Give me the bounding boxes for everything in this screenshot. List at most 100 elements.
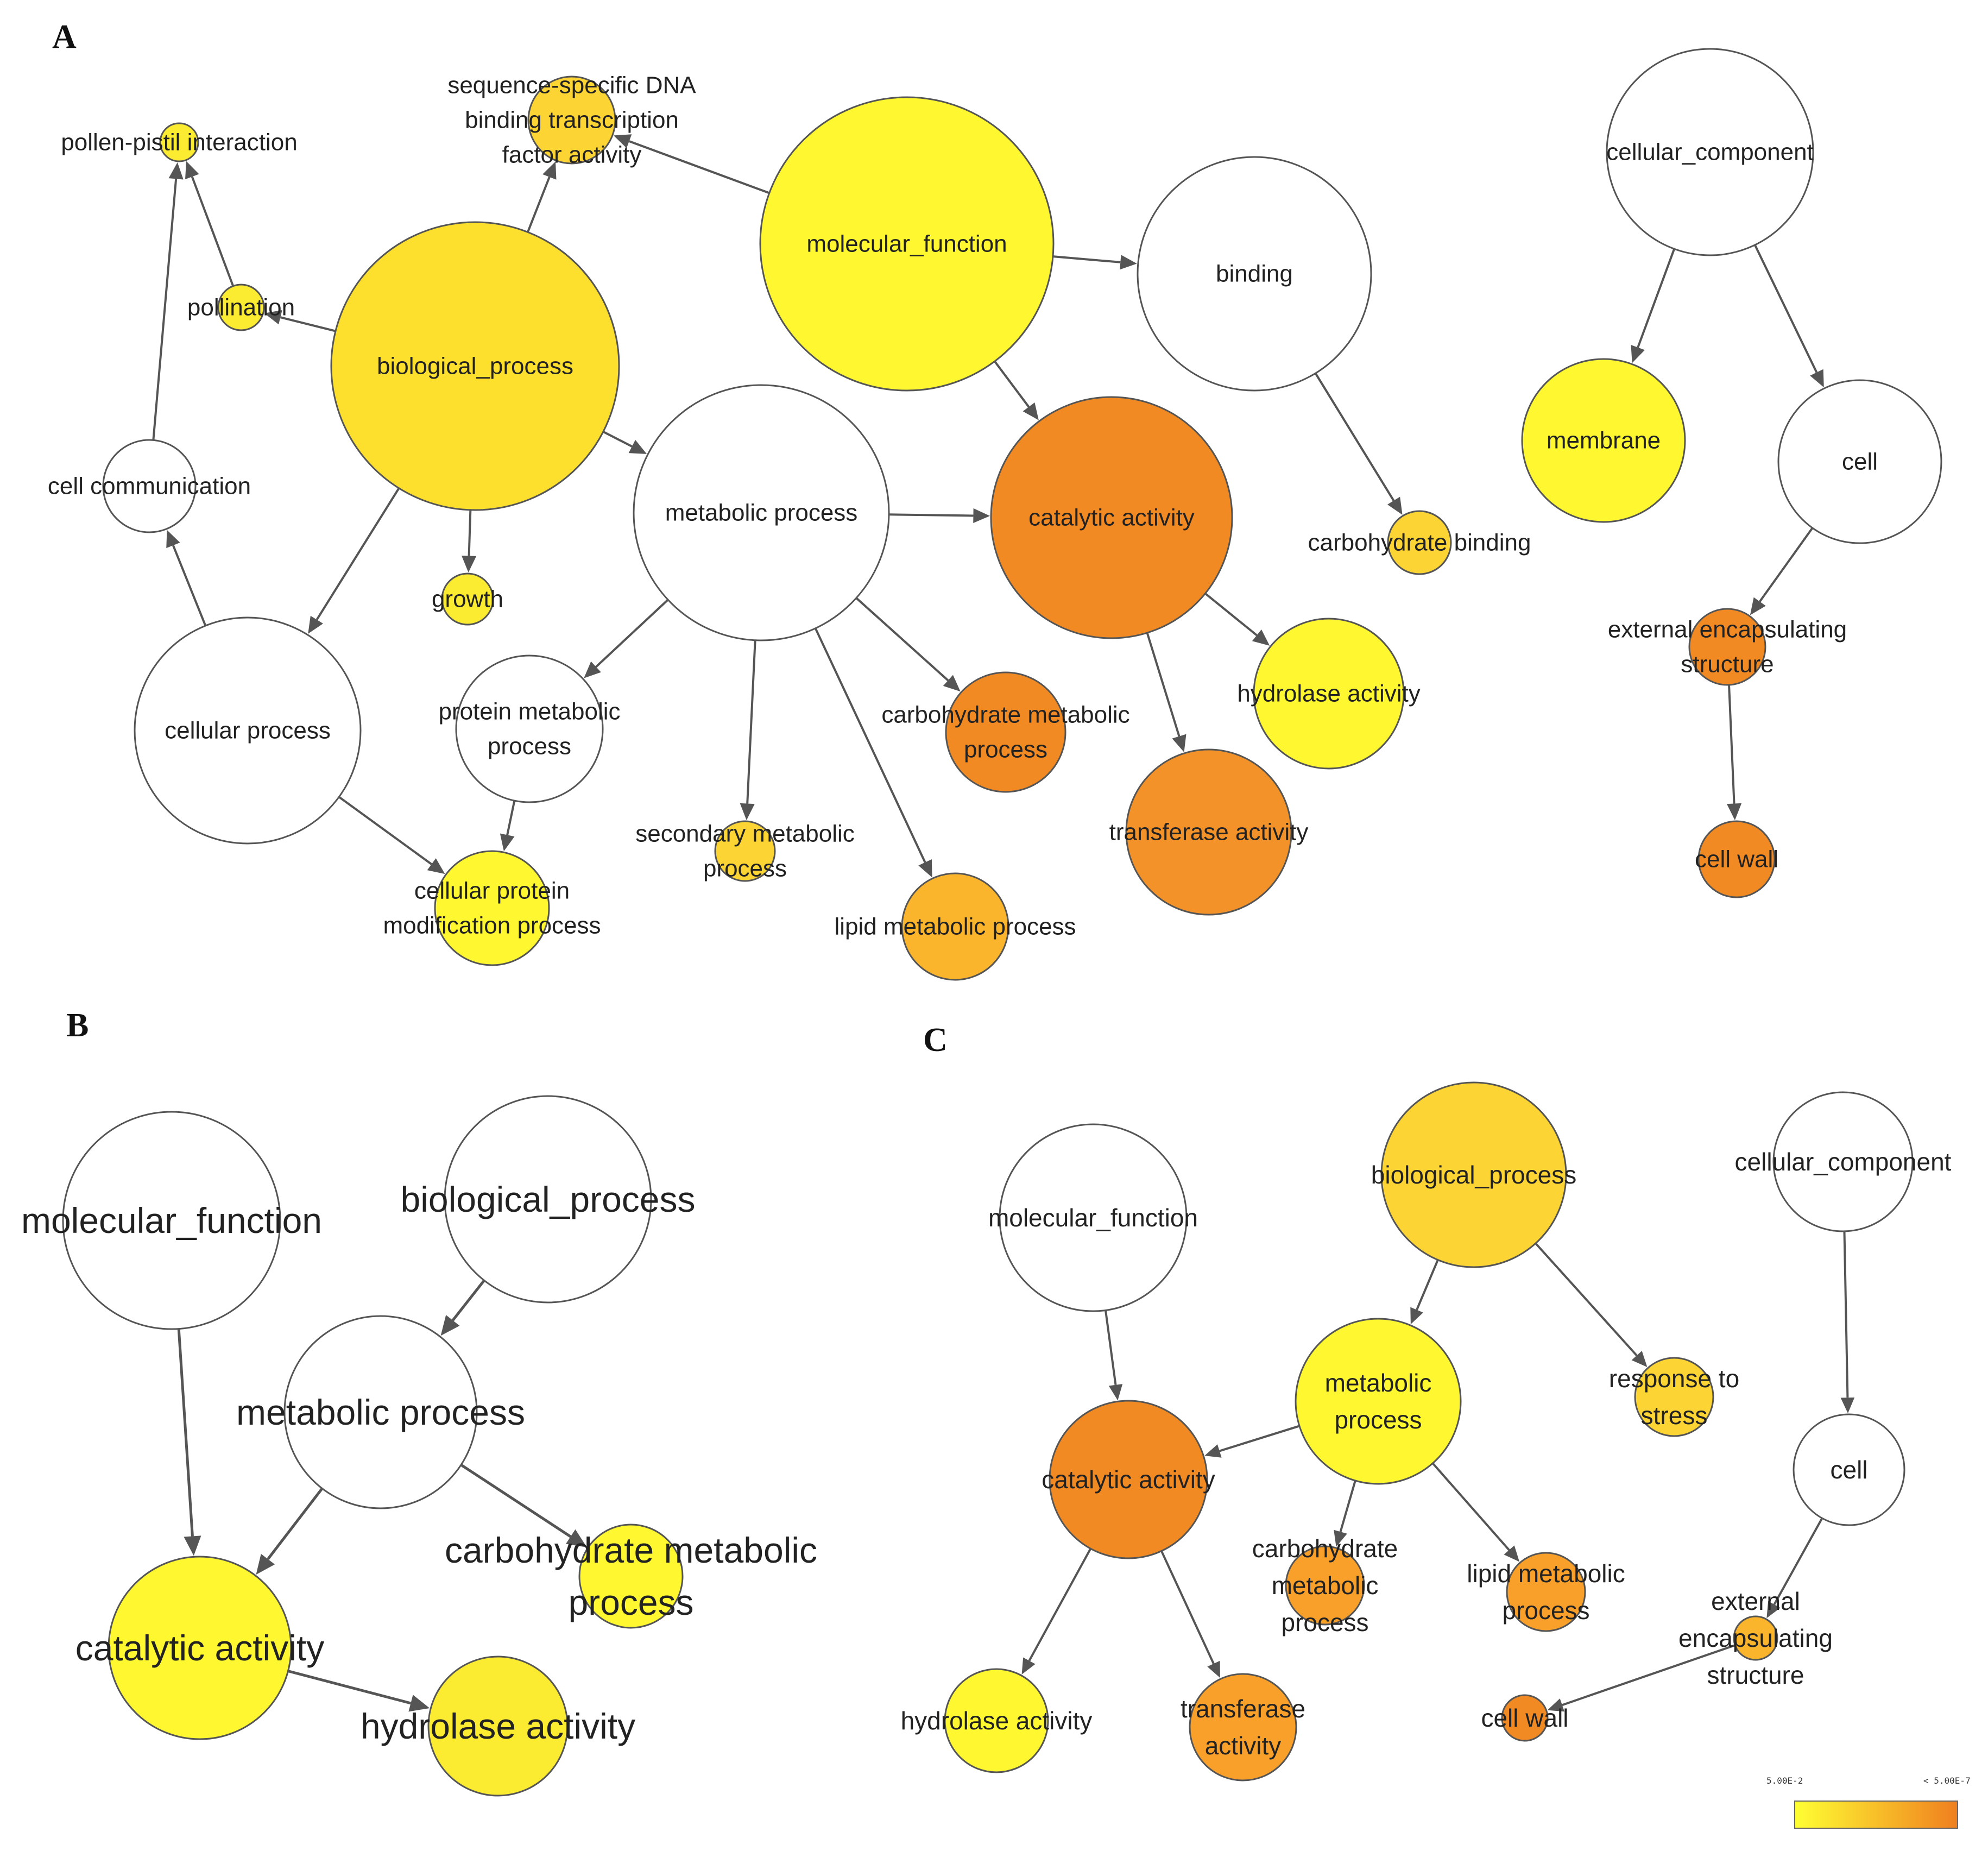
panel-b-label-carb-metabolic: carbohydrate metabolic	[445, 1530, 817, 1570]
panel-c-node-biological: biological_process	[1371, 1081, 1576, 1268]
panel-a-edge-cell-to-external	[1750, 527, 1814, 615]
panel-a-node-pollen-pistil: pollen-pistil interaction	[61, 122, 298, 162]
panel-c-node-catalytic: catalytic activity	[1042, 1400, 1215, 1559]
panel-c-edge-external-to-cell-wall	[1547, 1644, 1735, 1712]
panel-a-edge-cell-communication-to-pollen-pistil	[152, 162, 184, 440]
panel-c-label-lipid: process	[1502, 1596, 1589, 1625]
color-scale-legend: 5.00E-2 < 5.00E-7	[1766, 1776, 1971, 1829]
panel-c-label-cell: cell	[1830, 1456, 1867, 1484]
panel-a-label-seq-dna: factor activity	[502, 142, 642, 168]
panel-a-edge-metabolic-to-secondary	[740, 640, 756, 821]
panel-a-node-binding: binding	[1137, 156, 1372, 392]
panel-a-label-catalytic: catalytic activity	[1028, 505, 1195, 531]
panel-a-label-protein-metabolic: protein metabolic	[438, 698, 620, 725]
panel-a-node-lipid: lipid metabolic process	[834, 872, 1076, 981]
panel-label-b: B	[66, 1007, 89, 1044]
panel-a-edge-biological-to-seq-dna	[527, 161, 557, 233]
panel-a-node-molecular: molecular_function	[759, 96, 1055, 392]
panel-c-label-cell-wall: cell wall	[1481, 1704, 1568, 1732]
panel-c-node-transferase: transferase activity	[1181, 1673, 1305, 1782]
panel-a-edge-cellular-component-to-cell	[1754, 244, 1824, 388]
panel-c-label-transferase: activity	[1205, 1732, 1282, 1760]
panel-a-edge-metabolic-to-carb-metabolic	[855, 597, 961, 692]
panel-c-node-cell: cell	[1793, 1413, 1905, 1526]
panel-a-label-cell-communication: cell communication	[48, 473, 251, 500]
panel-a-edge-molecular-to-binding	[1052, 255, 1137, 270]
panel-b-node-catalytic: catalytic activity	[75, 1556, 324, 1740]
panel-b-label-catalytic: catalytic activity	[75, 1628, 324, 1668]
panel-c-edge-cellular-component-to-cell	[1840, 1231, 1855, 1414]
panel-c-label-metabolic: metabolic	[1325, 1369, 1432, 1397]
panel-a-label-transferase: transferase activity	[1109, 819, 1309, 846]
panel-a-node-pollination: pollination	[187, 284, 295, 331]
panel-b-node-biological: biological_process	[401, 1095, 696, 1304]
panel-a-label-molecular: molecular_function	[806, 231, 1007, 257]
panel-a-node-secondary: secondary metabolic process	[635, 820, 855, 882]
panel-a-node-protein-metabolic: protein metabolic process	[438, 654, 621, 803]
panel-a-edge-catalytic-to-transferase	[1146, 632, 1187, 752]
panel-c-label-carb-metabolic: carbohydrate	[1252, 1534, 1398, 1563]
legend-high-label: < 5.00E-7	[1923, 1776, 1971, 1786]
panel-a-label-protein-metabolic: process	[488, 733, 571, 760]
panel-b-edge-catalytic-to-hydrolase	[287, 1670, 430, 1712]
panel-b-label-molecular: molecular_function	[21, 1200, 322, 1241]
panel-a-label-cellular-component: cellular_component	[1606, 139, 1814, 166]
panel-b-node-molecular: molecular_function	[21, 1111, 322, 1330]
panel-a-label-secondary: process	[703, 855, 787, 882]
panel-b-label-metabolic: metabolic process	[236, 1392, 525, 1432]
panel-a-node-metabolic: metabolic process	[633, 384, 890, 641]
panel-a-label-cell: cell	[1842, 449, 1878, 475]
panel-c-label-molecular: molecular_function	[988, 1204, 1198, 1232]
panel-b-label-hydrolase: hydrolase activity	[361, 1706, 635, 1746]
panel-a-label-binding: binding	[1216, 261, 1293, 287]
panel-c-label-transferase: transferase	[1181, 1695, 1305, 1723]
panel-a-label-cellular-process: cellular process	[165, 717, 331, 744]
panel-a-node-cellular-component: cellular_component	[1606, 48, 1814, 256]
panel-a-edge-external-to-cell-wall	[1726, 684, 1742, 821]
panel-a-node-carb-metabolic: carbohydrate metabolic process	[881, 671, 1130, 793]
panel-label-c: C	[923, 1022, 948, 1059]
panel-a-label-pollen-pistil: pollen-pistil interaction	[61, 129, 297, 156]
panel-b-label-biological: biological_process	[401, 1179, 696, 1219]
panel-c-edge-metabolic-to-catalytic	[1204, 1425, 1300, 1458]
panel-b-edge-metabolic-to-catalytic	[256, 1487, 324, 1575]
panel-c-node-lipid: lipid metabolic process	[1467, 1552, 1625, 1632]
panel-a-label-carb-metabolic: process	[964, 736, 1047, 763]
panel-a-node-cellular-process: cellular process	[134, 616, 362, 845]
panel-label-a: A	[52, 18, 77, 55]
panel-c-label-external: structure	[1707, 1661, 1804, 1689]
panel-a-edge-pollination-to-pollen-pistil	[185, 161, 235, 287]
panel-c-node-hydrolase: hydrolase activity	[901, 1668, 1092, 1773]
panel-c-label-lipid: lipid metabolic	[1467, 1559, 1625, 1588]
panel-a-label-cellular-protein: modification process	[383, 912, 601, 939]
panel-a-edge-binding-to-carb-binding	[1314, 373, 1403, 515]
panel-c-edge-catalytic-to-transferase	[1160, 1550, 1221, 1678]
panel-b-node-hydrolase: hydrolase activity	[361, 1655, 635, 1797]
panel-a-edge-metabolic-to-protein-metabolic	[584, 599, 669, 678]
panel-a-label-hydrolase: hydrolase activity	[1237, 681, 1420, 707]
nodes-layer: pollen-pistil interaction sequence-specif…	[21, 48, 1952, 1797]
panel-c-label-response: stress	[1641, 1401, 1708, 1430]
panel-a-edge-molecular-to-catalytic	[994, 361, 1039, 420]
panel-a-edge-biological-to-cellular-process	[308, 487, 400, 634]
panel-a-label-seq-dna: binding transcription	[465, 107, 679, 134]
panel-c-edge-cell-to-external	[1766, 1518, 1823, 1619]
panel-a-label-cellular-protein: cellular protein	[414, 878, 570, 904]
panel-c-label-carb-metabolic: metabolic	[1272, 1571, 1379, 1600]
panel-c-node-molecular: molecular_function	[988, 1123, 1198, 1312]
panel-a-label-carb-metabolic: carbohydrate metabolic	[881, 702, 1129, 728]
panel-c-node-cell-wall: cell wall	[1481, 1694, 1569, 1742]
panel-a-label-secondary: secondary metabolic	[635, 821, 855, 847]
panel-a-label-external: structure	[1681, 651, 1774, 678]
edges-layer	[152, 134, 1855, 1712]
panel-a-node-biological: biological_process	[330, 221, 620, 511]
panel-c-label-biological: biological_process	[1371, 1161, 1576, 1189]
panel-c-label-external: external	[1711, 1587, 1800, 1615]
